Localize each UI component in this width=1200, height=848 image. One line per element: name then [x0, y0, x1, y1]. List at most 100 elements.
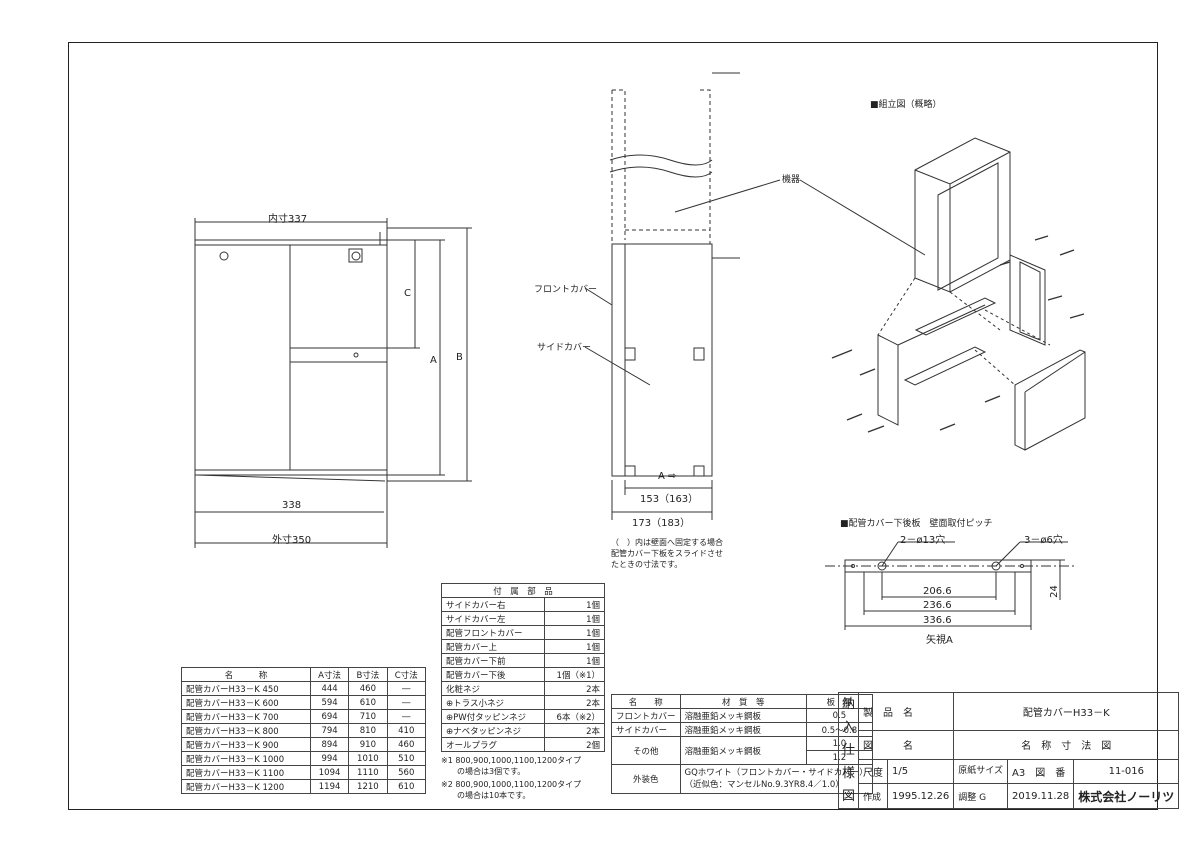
accessories-note-1: ※1 800,900,1000,1100,1200タイプ の場合は3個です。 — [441, 756, 582, 776]
note-wall-fix: （ ）内は壁面へ固定する場合 配管カバー下板をスライドさせ たときの寸法です。 — [611, 538, 723, 569]
mat-name: サイドカバー — [611, 722, 681, 737]
size-cell: 560 — [386, 765, 427, 780]
dim-a: A — [430, 355, 437, 366]
size-cell: ― — [386, 695, 427, 710]
size-cell: 1094 — [309, 765, 350, 780]
revised-label: 調整 G — [953, 783, 1009, 809]
spec-vertical-label: 納入仕様図 — [837, 692, 860, 809]
size-cell: 460 — [348, 681, 388, 696]
size-cell: 410 — [386, 723, 427, 738]
accessories-note-2: ※2 800,900,1000,1100,1200タイプ の場合は10本です。 — [441, 780, 582, 800]
color-label: 外装色 — [611, 764, 681, 794]
size-cell: 910 — [348, 737, 388, 752]
drawing-frame — [68, 42, 1158, 810]
title-block: 納入仕様図 製 品 名 配管カバーH33－K 図 名 名 称 寸 法 図 尺度 … — [837, 692, 1180, 809]
accessories-header: 付 属 部 品 — [441, 583, 605, 598]
size-cell: 配管カバーH33－K 1100 — [181, 765, 311, 780]
size-header: C寸法 — [386, 667, 427, 682]
dim-outer-width: 外寸350 — [272, 535, 312, 546]
mat-name: フロントカバー — [611, 708, 681, 723]
drawing-name: 名 称 寸 法 図 — [953, 729, 1180, 760]
size-cell: 594 — [309, 695, 350, 710]
accessory-qty: 1個 — [543, 625, 606, 640]
accessory-qty: 2本 — [543, 681, 606, 696]
size-cell: 894 — [309, 737, 350, 752]
accessory-name: ⊕PW付タッピンネジ — [441, 709, 545, 724]
accessory-name: ⊕トラス小ネジ — [441, 695, 545, 710]
accessory-qty: 2個 — [543, 737, 606, 752]
size-cell: 1010 — [348, 751, 388, 766]
size-cell: 配管カバーH33－K 800 — [181, 723, 311, 738]
size-cell: 794 — [309, 723, 350, 738]
accessory-qty: 1個 — [543, 611, 606, 626]
accessory-name: 配管カバー下後 — [441, 667, 545, 682]
size-cell: 460 — [386, 737, 427, 752]
size-cell: 610 — [348, 695, 388, 710]
size-cell: 配管カバーH33－K 600 — [181, 695, 311, 710]
accessory-name: サイドカバー右 — [441, 597, 545, 612]
accessory-name: ⊕ナベタッピンネジ — [441, 723, 545, 738]
size-cell: 1210 — [348, 779, 388, 794]
company-name: 株式会社ノーリツ — [1073, 783, 1180, 809]
accessory-qty: 1個（※1） — [543, 667, 606, 682]
dim-173: 173（183） — [632, 518, 691, 529]
accessory-qty: 1個 — [543, 639, 606, 654]
size-cell: ― — [386, 681, 427, 696]
accessory-name: サイドカバー左 — [441, 611, 545, 626]
size-header: B寸法 — [348, 667, 388, 682]
revised-date: 2019.11.28 — [1007, 783, 1075, 809]
mat-material: 溶融亜鉛メッキ鋼板 — [679, 736, 807, 765]
accessory-name: 化粧ネジ — [441, 681, 545, 696]
label-front-cover: フロントカバー — [534, 285, 598, 295]
dim-hole13: 2－ø13穴 — [900, 535, 946, 546]
title-bottom-plate: ■配管カバー下後板 壁面取付ピッチ — [840, 519, 993, 529]
title-assembly: ■組立図（概略） — [870, 100, 942, 110]
accessory-qty: 6本（※2） — [543, 709, 606, 724]
material-header: 材 質 等 — [679, 694, 807, 709]
dim-hole6: 3－ø6穴 — [1024, 535, 1063, 546]
size-cell: 配管カバーH33－K 450 — [181, 681, 311, 696]
accessory-qty: 2本 — [543, 695, 606, 710]
accessory-qty: 1個 — [543, 653, 606, 668]
size-cell: 710 — [348, 709, 388, 724]
size-cell: ― — [386, 709, 427, 724]
drawing-number: 11-016 — [1073, 758, 1180, 785]
size-cell: 610 — [386, 779, 427, 794]
made-date: 1995.12.26 — [887, 783, 955, 809]
dim-pitch-206: 206.6 — [923, 586, 952, 597]
product-name: 配管カバーH33－K — [953, 692, 1180, 731]
size-cell: 配管カバーH33－K 1000 — [181, 751, 311, 766]
scale-value: 1/5 — [887, 758, 955, 785]
accessory-qty: 1個 — [543, 597, 606, 612]
accessory-name: 配管カバー下前 — [441, 653, 545, 668]
paper-label: 原紙サイズ — [953, 758, 1009, 785]
size-cell: 994 — [309, 751, 350, 766]
size-cell: 1110 — [348, 765, 388, 780]
label-kiki: 機器 — [782, 175, 801, 185]
size-cell: 694 — [309, 709, 350, 724]
dim-b: B — [456, 352, 463, 363]
dim-338: 338 — [282, 500, 302, 511]
size-header: A寸法 — [309, 667, 350, 682]
accessory-qty: 2本 — [543, 723, 606, 738]
mat-material: 溶融亜鉛メッキ鋼板 — [679, 708, 807, 723]
